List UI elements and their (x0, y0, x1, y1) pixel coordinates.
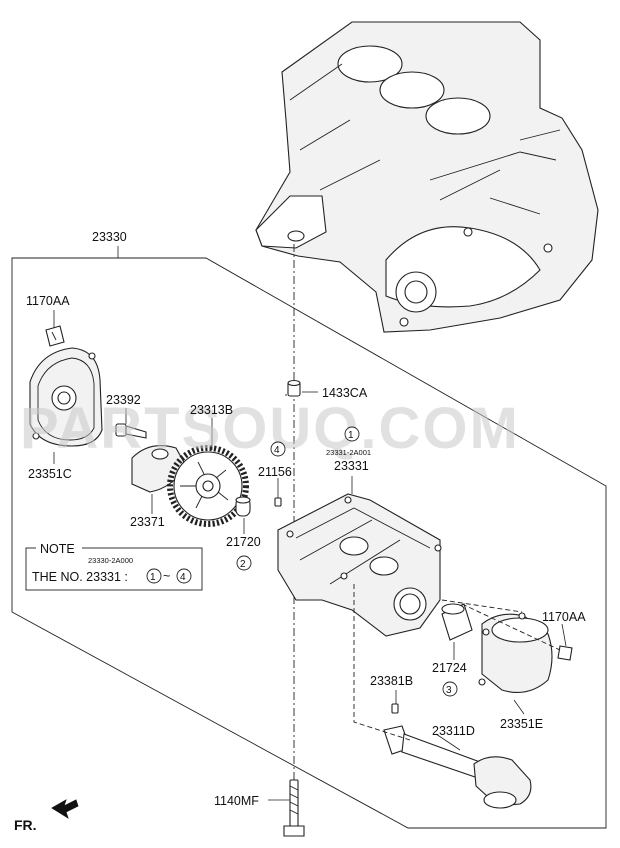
shaft-23311d-shape (383, 725, 532, 809)
cover-23351c-shape (29, 347, 103, 447)
svg-text:2: 2 (240, 559, 246, 570)
note-range-end: 4 (180, 572, 186, 583)
label-1140mf: 1140MF (214, 794, 259, 808)
note-text: THE NO. 23331 : (32, 570, 128, 584)
leader-lines (53, 246, 567, 801)
label-23311d: 23311D (432, 724, 475, 738)
bolt-23392-shape (115, 423, 147, 439)
callout-21724: 3 (442, 681, 458, 697)
label-23331: 23331 (334, 459, 369, 473)
label-23371: 23371 (130, 515, 165, 529)
note-box: NOTE 23330-2A000 THE NO. 23331 : 1 ~ 4 (25, 541, 203, 591)
label-23351e: 23351E (500, 717, 543, 731)
bolt-1170aa-right-shape (557, 645, 573, 661)
note-range-sep: ~ (163, 569, 170, 583)
label-1170aa-right: 1170AA (542, 610, 586, 624)
bolt-1140mf-shape (283, 779, 305, 837)
cover-23351e-shape (478, 612, 553, 693)
bushing-21724-shape (441, 603, 473, 641)
note-range-start: 1 (150, 572, 156, 583)
label-23392: 23392 (106, 393, 141, 407)
housing-23331-shape (277, 493, 442, 637)
front-label: FR. (14, 817, 37, 833)
label-1170aa-left: 1170AA (26, 294, 70, 308)
front-direction-indicator: FR. (14, 799, 79, 833)
label-21156: 21156 (258, 465, 292, 479)
callout-21720: 2 (236, 555, 252, 571)
svg-text:4: 4 (274, 445, 280, 456)
pin-1433ca-shape (287, 379, 301, 397)
label-21720: 21720 (226, 535, 261, 549)
label-23330: 23330 (92, 230, 127, 244)
note-sub: 23330-2A000 (88, 556, 133, 565)
callout-23331: 1 (344, 426, 360, 442)
label-1433ca: 1433CA (322, 386, 368, 400)
label-23351c: 23351C (28, 467, 72, 481)
label-23331-sub: 23331-2A001 (326, 448, 371, 457)
svg-text:3: 3 (446, 685, 452, 696)
gear-23313b-shape (167, 445, 249, 527)
front-arrow-icon (51, 799, 79, 819)
watermark: PARTSOUQ.COM (20, 396, 520, 461)
callout-21156: 4 (270, 441, 286, 457)
label-23381b: 23381B (370, 674, 413, 688)
label-21724: 21724 (432, 661, 467, 675)
bushing-21720-shape (235, 496, 251, 517)
pin-21156-shape (274, 497, 282, 507)
assembly-boundary (11, 257, 607, 829)
assembly-lines (285, 394, 561, 741)
key-23381b-shape (391, 703, 399, 714)
svg-text:1: 1 (348, 430, 354, 441)
label-23313b: 23313B (190, 403, 233, 417)
bolt-1170aa-left-shape (45, 325, 65, 347)
note-title: NOTE (40, 542, 75, 556)
engine-block (255, 21, 599, 333)
